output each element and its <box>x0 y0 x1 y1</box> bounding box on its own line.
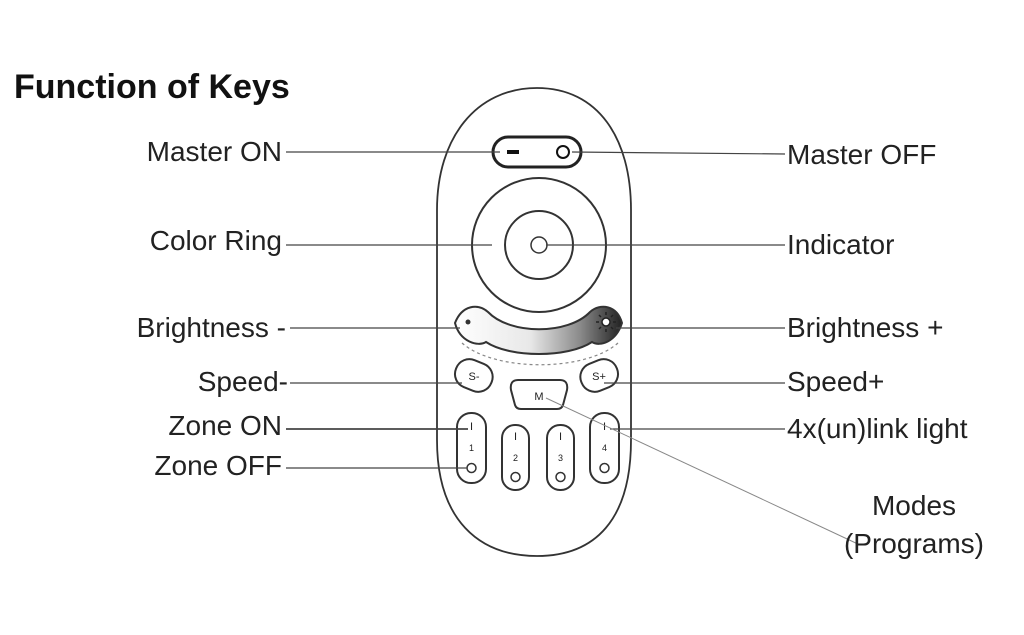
label-link-light: 4x(un)link light <box>787 413 968 444</box>
zone-key-4-number: 4 <box>602 443 607 453</box>
leader-master-off <box>571 151 786 155</box>
label-zone-off: Zone OFF <box>154 450 282 481</box>
leader-modes <box>545 397 861 546</box>
label-brightness-minus: Brightness - <box>136 312 286 343</box>
label-speed-minus: Speed- <box>197 366 288 397</box>
label-master-off: Master OFF <box>787 139 937 170</box>
zone-key-4: I 4 <box>589 412 620 484</box>
label-brightness-plus: Brightness + <box>787 312 944 343</box>
zone-key-2-number: 2 <box>513 453 518 463</box>
brightness-slider <box>453 305 624 355</box>
master-off-mark <box>556 145 570 159</box>
zone-key-1-number: 1 <box>469 443 474 453</box>
zone-key-1-on-mark: I <box>470 421 473 433</box>
zone-key-3-number: 3 <box>558 453 563 463</box>
zone-key-3: I 3 <box>546 424 575 491</box>
brightness-low-icon <box>465 319 471 325</box>
indicator-light <box>530 236 548 254</box>
label-modes-line1: Modes <box>871 490 957 521</box>
label-speed-plus: Speed+ <box>787 366 885 397</box>
label-zone-on: Zone ON <box>168 410 282 441</box>
speed-minus-key-label: S- <box>469 371 480 383</box>
label-indicator: Indicator <box>787 229 895 260</box>
master-switch <box>491 135 583 169</box>
speed-plus-key <box>579 358 620 393</box>
mode-key-label: M <box>534 391 543 403</box>
label-master-on: Master ON <box>146 136 282 167</box>
speed-plus-key-label: S+ <box>592 371 606 383</box>
diagram-title: Function of Keys <box>14 68 290 106</box>
speed-minus-key <box>453 358 494 393</box>
label-modes: Modes (Programs) <box>826 487 1002 563</box>
zone-key-2: I 2 <box>501 424 530 491</box>
zone-key-4-on-mark: I <box>603 421 606 433</box>
zone-key-2-on-mark: I <box>514 431 517 443</box>
brightness-high-icon <box>596 312 616 332</box>
label-color-ring: Color Ring <box>149 225 282 256</box>
zone-key-1: I 1 <box>456 412 487 484</box>
leader-lines <box>286 151 861 546</box>
zone-key-3-on-mark: I <box>559 431 562 443</box>
label-modes-line2: (Programs) <box>843 528 984 559</box>
